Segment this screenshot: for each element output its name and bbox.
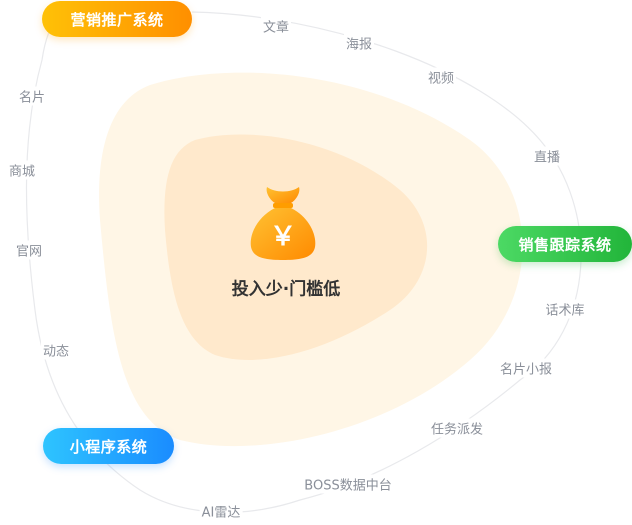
- feature-poster: 海报: [343, 33, 375, 53]
- center-label: 投入少·门槛低: [231, 279, 341, 300]
- feature-business-card: 名片: [16, 86, 48, 106]
- money-bag-icon: ￥: [250, 187, 316, 260]
- feature-card-poster: 名片小报: [497, 358, 555, 378]
- mini-program-system-pill[interactable]: 小程序系统: [43, 428, 174, 464]
- yuan-symbol: ￥: [270, 222, 296, 252]
- feature-script-library: 话术库: [543, 299, 587, 319]
- feature-mall: 商城: [6, 160, 38, 180]
- feature-article: 文章: [260, 16, 292, 36]
- feature-live: 直播: [531, 146, 563, 166]
- feature-ai-radar: AI雷达: [199, 501, 243, 521]
- feature-official-site: 官网: [13, 240, 45, 260]
- feature-dynamics: 动态: [40, 340, 72, 360]
- sales-tracking-system-pill[interactable]: 销售跟踪系统: [498, 226, 632, 262]
- marketing-system-pill[interactable]: 营销推广系统: [42, 1, 192, 37]
- ring-arc: [25, 11, 582, 513]
- feature-task-dispatch: 任务派发: [428, 418, 486, 438]
- feature-boss-dashboard: BOSS数据中台: [302, 474, 394, 494]
- feature-video: 视频: [425, 67, 457, 87]
